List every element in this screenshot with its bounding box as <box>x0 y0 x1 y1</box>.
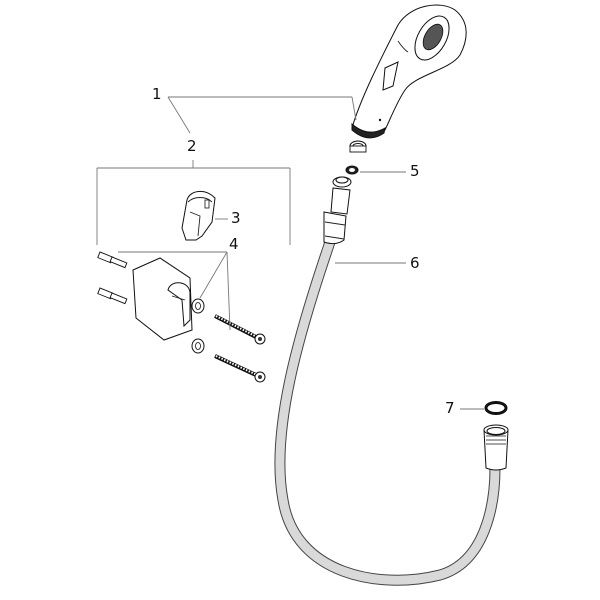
callout-3: 3 <box>231 209 241 227</box>
hose-seal-ring <box>484 401 508 415</box>
wall-holder <box>132 257 193 341</box>
callout-5: 5 <box>410 162 420 180</box>
dowel-top <box>97 251 128 269</box>
callout-7: 7 <box>445 399 455 417</box>
holder-clip-insert <box>181 191 216 241</box>
wall-dowels <box>97 251 128 305</box>
callout-6: 6 <box>410 254 420 272</box>
screw-top <box>214 314 266 345</box>
washers-and-screws <box>191 298 266 383</box>
callout-1: 1 <box>152 85 162 103</box>
flow-restrictor-seal <box>345 140 367 175</box>
shower-hose <box>274 176 509 586</box>
callout-4: 4 <box>229 235 239 253</box>
leader-lines <box>96 96 484 410</box>
screw-bottom <box>214 354 266 383</box>
dowel-bottom <box>97 287 128 305</box>
callout-2: 2 <box>187 137 197 155</box>
hand-shower <box>351 4 467 139</box>
